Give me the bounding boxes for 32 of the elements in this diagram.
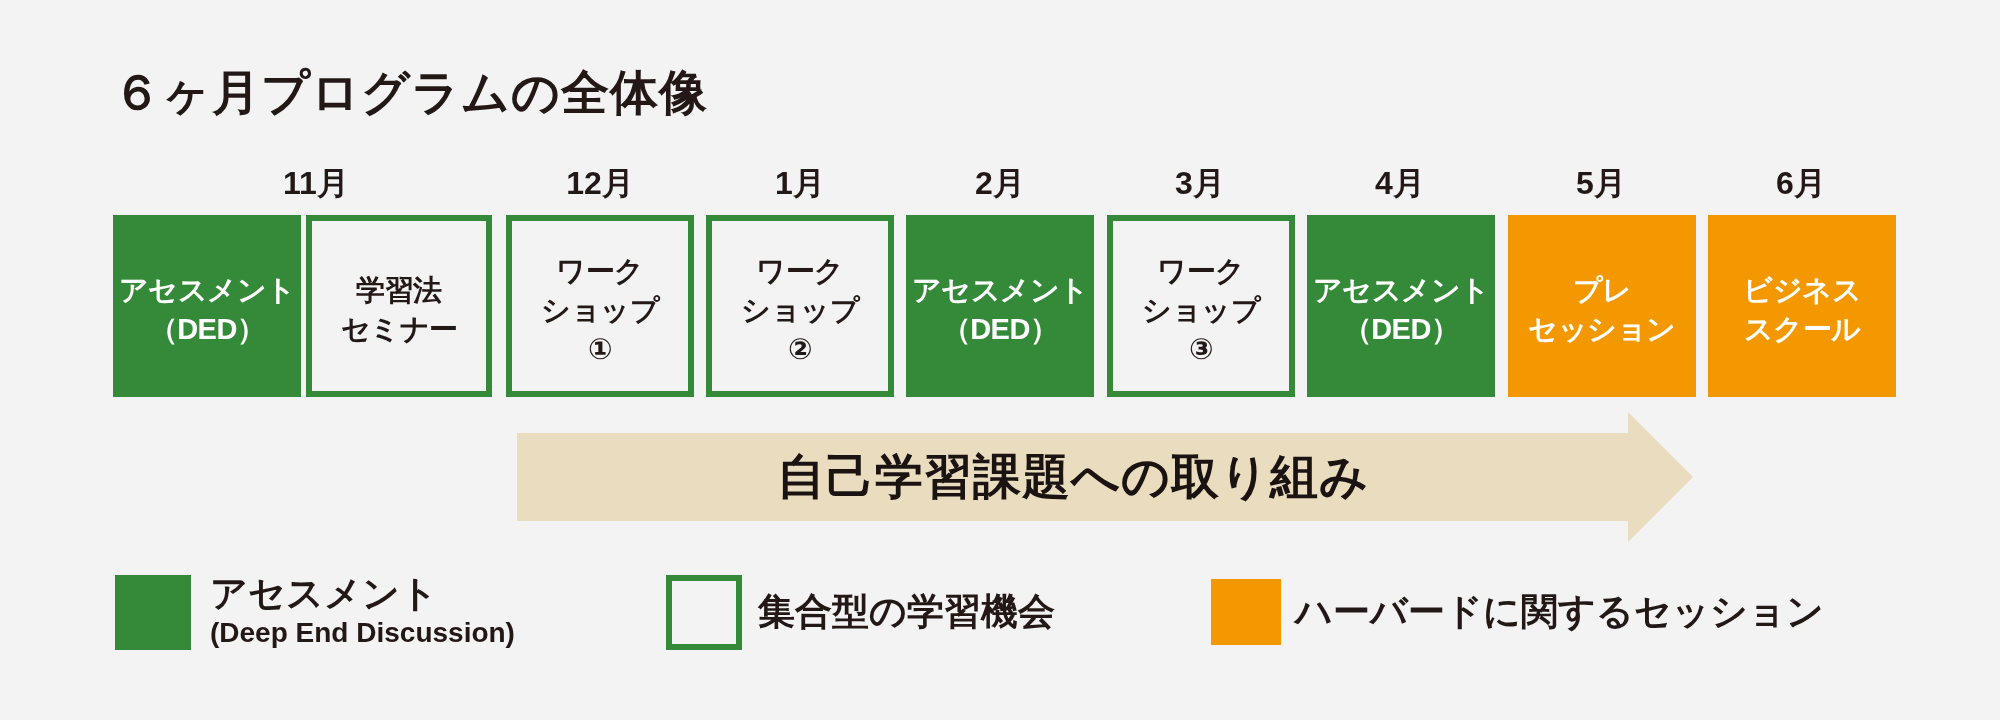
- month-label: 4月: [1375, 164, 1425, 203]
- legend-label: 集合型の学習機会: [758, 591, 1055, 633]
- session-box: [1508, 215, 1696, 397]
- session-box: [306, 215, 492, 397]
- session-box: [506, 215, 694, 397]
- month-label: 1月: [775, 164, 825, 203]
- box-label: プレセッション: [1528, 273, 1676, 347]
- legend-label: ハーバードに関するセッション: [1295, 591, 1824, 633]
- month-label: 2月: [975, 164, 1025, 203]
- legend-label: アセスメント (Deep End Discussion): [210, 573, 515, 650]
- session-box: [113, 215, 301, 397]
- banner-label: 自己学習課題への取り組み: [776, 449, 1369, 505]
- box-label: ワークショップ①: [541, 253, 659, 367]
- month-label: 6月: [1776, 164, 1826, 203]
- box-label: ワークショップ②: [741, 253, 859, 367]
- box-label: ワークショップ③: [1142, 253, 1260, 367]
- session-box: [906, 215, 1094, 397]
- session-box: [1107, 215, 1295, 397]
- month-label: 12月: [566, 164, 634, 203]
- session-box: [706, 215, 894, 397]
- box-label: 学習法セミナー: [340, 273, 458, 347]
- session-box: [1307, 215, 1495, 397]
- month-label: 3月: [1175, 164, 1225, 203]
- box-label: ビジネススクール: [1743, 273, 1861, 347]
- diagram-title: ６ヶ月プログラムの全体像: [113, 65, 708, 121]
- arrow-banner: [517, 412, 1693, 542]
- month-label: 5月: [1576, 164, 1626, 203]
- month-label: 11月: [283, 164, 349, 203]
- box-label: アセスメント（DED）: [911, 273, 1089, 347]
- session-box: [1708, 215, 1896, 397]
- box-label: アセスメント（DED）: [118, 273, 296, 347]
- box-label: アセスメント（DED）: [1312, 273, 1490, 347]
